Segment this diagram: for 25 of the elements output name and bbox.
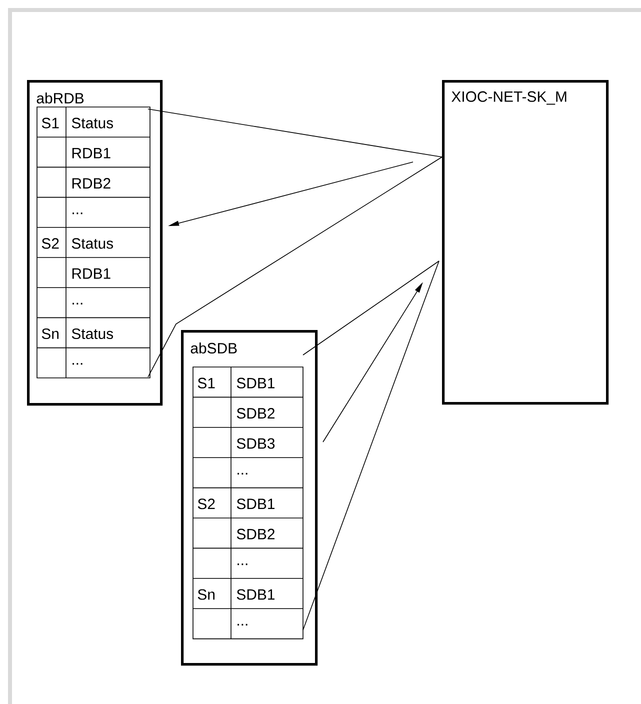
table-cell: Sn xyxy=(198,589,214,600)
table-cell: RDB2 xyxy=(72,178,110,188)
table-cell: SDB3 xyxy=(236,438,275,449)
table-cell: SDB2 xyxy=(236,528,274,540)
table-cell: Status xyxy=(72,238,114,249)
table-cell: Sn xyxy=(42,328,58,340)
table-cell: ... xyxy=(72,363,82,365)
table-cell: ... xyxy=(238,564,248,566)
table-cell: ... xyxy=(72,212,82,214)
block-box: XIOC-NET-SK_M xyxy=(442,80,609,405)
table-cell: SDB1 xyxy=(236,498,274,510)
table-cell: Status xyxy=(72,328,114,340)
table-cell: SDB2 xyxy=(236,408,274,419)
table-cell: RDB1 xyxy=(72,148,110,158)
table-cell: Status xyxy=(72,118,114,128)
table-cell: S2 xyxy=(42,238,59,249)
table-cell: RDB1 xyxy=(72,268,110,279)
table-cell: ... xyxy=(238,472,248,474)
table-cell: SDB1 xyxy=(236,378,274,388)
table-cell: S1 xyxy=(198,378,215,388)
table-cell: SDB1 xyxy=(236,589,274,600)
table-cell: ... xyxy=(72,302,82,304)
table-cell: ... xyxy=(238,624,248,626)
table-cell: S2 xyxy=(198,498,215,510)
table-cell: S1 xyxy=(42,118,59,128)
